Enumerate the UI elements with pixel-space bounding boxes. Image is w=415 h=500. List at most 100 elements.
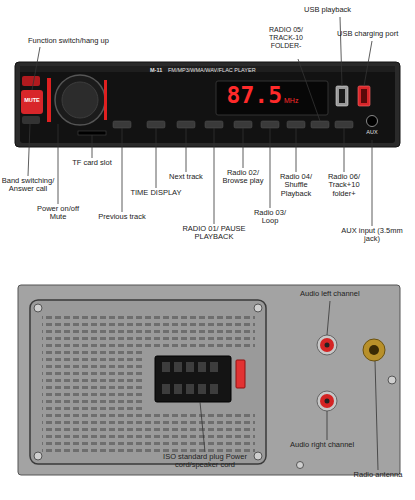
callout-label: ISO standard plug Power cord/speaker cor…: [149, 453, 261, 470]
button-row: [113, 121, 131, 128]
leader-lines: [344, 128, 345, 172]
rear-chassis: [145, 312, 255, 348]
callout-label: AUX input (3.5mm jack): [337, 227, 407, 244]
callout-label: Radio 02/ Browse play: [221, 169, 265, 186]
callout-label: RADIO 05/ TRACK-10 FOLDER-: [258, 26, 314, 49]
iso-connector: [186, 384, 194, 394]
display-digits: 87.5: [222, 83, 282, 109]
callout-label: USB playback: [304, 6, 384, 14]
leader-lines: [340, 17, 342, 86]
port-text: AUX: [360, 129, 384, 135]
leader-lines: [270, 128, 271, 208]
leader-lines: [122, 128, 123, 212]
usb-ports: [336, 86, 348, 106]
leader-lines: [327, 301, 330, 335]
leader-lines: [372, 140, 373, 226]
rca-jacks: [320, 338, 334, 352]
rca-jacks: [317, 335, 337, 355]
leader-lines: [58, 124, 59, 204]
rear-chassis: [18, 285, 400, 475]
rca-jacks: [325, 399, 330, 404]
volume-knob: [47, 78, 51, 122]
display-window: [216, 81, 328, 115]
rca-jacks: [317, 335, 337, 411]
front-panel: [15, 62, 400, 147]
leader-lines: [298, 59, 320, 121]
leader-lines: [32, 47, 40, 90]
button-row: [261, 121, 279, 128]
iso-connector: [162, 362, 218, 394]
button-text: MUTE: [20, 97, 44, 103]
leader-lines: [200, 402, 205, 452]
fuse: [236, 360, 245, 388]
leader-lines: [296, 128, 297, 172]
leader-lines: [28, 17, 378, 470]
callout-label: Audio left channel: [300, 290, 410, 298]
tf-card-slot: [78, 131, 106, 135]
mute-button: [22, 116, 40, 124]
leader-lines: [92, 135, 93, 158]
callout-label: TIME DISPLAY: [126, 189, 186, 197]
aux-jack: [367, 116, 378, 127]
leader-lines: [156, 128, 157, 188]
callout-label: Power on/off Mute: [32, 205, 84, 222]
rear-chassis: [30, 300, 266, 464]
usb-ports: [361, 89, 367, 103]
iso-connector: [174, 362, 182, 372]
rca-jacks: [317, 391, 337, 411]
button-row: [311, 121, 329, 128]
iso-connector: [210, 384, 218, 394]
iso-connector: [198, 384, 206, 394]
leader-lines: [375, 361, 378, 470]
antenna-socket: [369, 345, 379, 355]
iso-connector: [186, 362, 194, 372]
mute-button: [21, 90, 43, 114]
iso-connector: [162, 362, 170, 372]
tf-card-slot: [78, 131, 106, 135]
rear-chassis: [18, 285, 400, 475]
iso-connector: [198, 362, 206, 372]
iso-connector: [155, 356, 231, 402]
callout-label: Radio 04/ Shuffle Playback: [274, 173, 318, 198]
iso-connector: [174, 384, 182, 394]
rca-jacks: [325, 343, 330, 348]
callout-label: TF card slot: [64, 159, 120, 167]
button-row: [147, 121, 165, 128]
mute-button: [22, 76, 40, 86]
volume-knob: [104, 80, 107, 120]
fuse: [236, 360, 245, 388]
format-text: FM/MP3/WMA/WAV/FLAC PLAYER: [168, 67, 288, 73]
callout-label: RADIO 01/ PAUSE PLAYBACK: [173, 225, 255, 242]
usb-ports: [336, 86, 370, 106]
rear-chassis: [34, 304, 42, 312]
rear-chassis: [145, 410, 255, 452]
callout-label: Audio right channel: [290, 441, 362, 449]
display-unit: MHz: [284, 97, 308, 105]
rear-chassis: [388, 376, 396, 384]
usb-ports: [339, 89, 345, 103]
iso-connector: [210, 362, 218, 372]
antenna-socket: [363, 339, 385, 361]
callout-label: Band switching/ Answer call: [0, 177, 56, 194]
rear-chassis: [42, 312, 142, 452]
button-row: [234, 121, 252, 128]
volume-knob: [47, 75, 107, 125]
front-panel: [20, 66, 395, 143]
callout-label: Next track: [164, 173, 208, 181]
leader-lines: [214, 128, 215, 224]
rear-chassis: [34, 452, 42, 460]
callout-label: Radio 06/ Track+10 folder+: [322, 173, 366, 198]
iso-connector: [162, 384, 170, 394]
button-row: [113, 121, 353, 128]
front-panel: [15, 62, 400, 147]
mute-button: [21, 76, 43, 124]
iso-connector: [155, 356, 231, 402]
button-row: [287, 121, 305, 128]
leader-lines: [243, 128, 244, 168]
callout-label: Radio 03/ Loop: [250, 209, 290, 226]
button-row: [205, 121, 223, 128]
rear-chassis: [297, 462, 304, 469]
